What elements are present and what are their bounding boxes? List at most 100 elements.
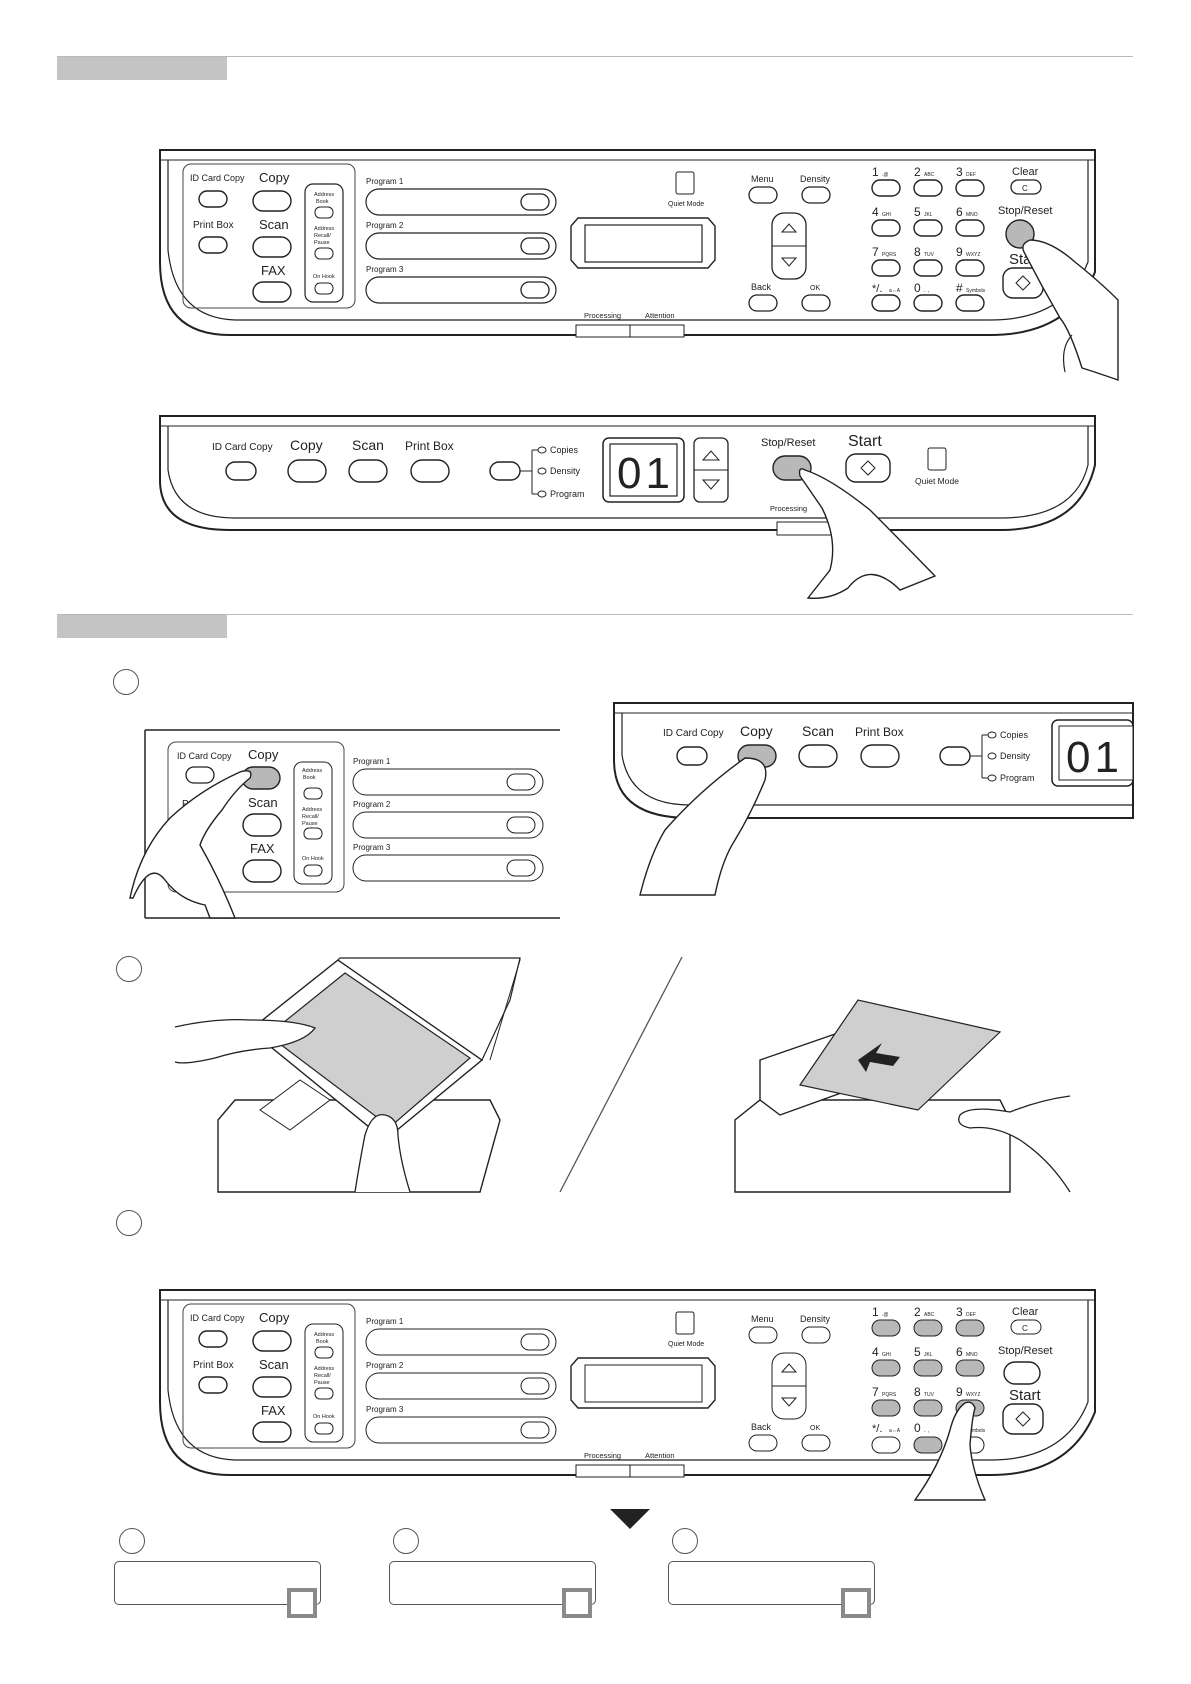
svg-text:Copy: Copy: [259, 1310, 290, 1325]
svg-text:GHI: GHI: [882, 212, 891, 218]
svg-text:Symbols: Symbols: [966, 1428, 986, 1434]
svg-text:*/.: */.: [872, 283, 882, 295]
svg-text:Book: Book: [316, 1339, 329, 1345]
svg-text:Print Box: Print Box: [193, 1360, 234, 1371]
svg-text:Copies: Copies: [1000, 730, 1029, 740]
svg-text:Book: Book: [316, 199, 329, 205]
small-density-label: Density: [550, 466, 581, 476]
small-id-card-copy-label: ID Card Copy: [212, 442, 273, 453]
section-header-band-1: [57, 57, 227, 80]
result-display-b-cursor: [562, 1588, 592, 1618]
svg-text:4: 4: [872, 205, 879, 219]
svg-text:TUV: TUV: [924, 252, 935, 258]
svg-text:DEF: DEF: [966, 172, 976, 178]
print-box-label: Print Box: [193, 220, 234, 231]
id-card-copy-label: ID Card Copy: [190, 173, 245, 183]
svg-text:0: 0: [914, 1421, 921, 1435]
svg-text:7: 7: [872, 245, 879, 259]
svg-text:Scan: Scan: [802, 723, 834, 739]
svg-text:C: C: [1022, 1324, 1028, 1333]
svg-text:Processing: Processing: [584, 1451, 621, 1460]
svg-text:Address: Address: [302, 807, 322, 813]
svg-text:Program 1: Program 1: [366, 1317, 404, 1326]
svg-text:7: 7: [872, 1385, 879, 1399]
attention-label: Attention: [645, 311, 675, 320]
result-arrow-icon: [610, 1509, 650, 1529]
svg-text:Program 3: Program 3: [366, 1405, 404, 1414]
svg-text:Address: Address: [302, 768, 322, 774]
svg-text:GHI: GHI: [882, 1352, 891, 1358]
svg-text:#: #: [956, 281, 963, 295]
svg-text:Recall/: Recall/: [314, 233, 331, 239]
result-display-a-cursor: [287, 1588, 317, 1618]
svg-text:a⇔A: a⇔A: [889, 288, 901, 294]
svg-text:PQRS: PQRS: [882, 252, 897, 258]
svg-text:ABC: ABC: [924, 1312, 935, 1318]
svg-text:Address: Address: [314, 226, 334, 232]
svg-text:01: 01: [1066, 733, 1123, 782]
section-rule-top: [57, 56, 1133, 57]
svg-text:.@: .@: [882, 1312, 888, 1318]
svg-text:Attention: Attention: [645, 1451, 675, 1460]
section-rule-mid: [57, 614, 1133, 615]
small-copies-label: Copies: [550, 445, 579, 455]
svg-text:Recall/: Recall/: [314, 1373, 331, 1379]
fax-label: FAX: [261, 263, 286, 278]
result-circle-c: [672, 1528, 698, 1554]
svg-text:JKL: JKL: [924, 212, 933, 218]
density-label: Density: [800, 174, 831, 184]
svg-text:Density: Density: [800, 1314, 831, 1324]
on-hook-label: On Hook: [313, 274, 335, 280]
back-label: Back: [751, 282, 772, 292]
svg-text:WXYZ: WXYZ: [966, 1392, 980, 1398]
svg-text:ID Card Copy: ID Card Copy: [190, 1313, 245, 1323]
stop-reset-label: Stop/Reset: [998, 205, 1052, 217]
figure-step2-originals: [174, 956, 1071, 1193]
step-circle-2: [116, 956, 142, 982]
svg-text:Program 2: Program 2: [366, 1361, 404, 1370]
figure-small-panel-stop: ID Card Copy Copy Scan Print Box Copies …: [159, 415, 1096, 599]
svg-text:3: 3: [956, 1305, 963, 1319]
svg-text:On Hook: On Hook: [302, 856, 324, 862]
svg-text:5: 5: [914, 205, 921, 219]
svg-text:Recall/: Recall/: [302, 814, 319, 820]
svg-text:Pause: Pause: [302, 821, 318, 827]
svg-text:Copy: Copy: [740, 723, 773, 739]
svg-text:8: 8: [914, 245, 921, 259]
step-circle-1: [113, 669, 139, 695]
small-scan-label: Scan: [352, 437, 384, 453]
svg-text:6: 6: [956, 1345, 963, 1359]
svg-text:Clear: Clear: [1012, 1306, 1039, 1318]
svg-text:Scan: Scan: [259, 1357, 289, 1372]
svg-text:. ,: . ,: [924, 1428, 929, 1434]
id-card-copy-key: [198, 190, 228, 208]
svg-text:Program 1: Program 1: [353, 757, 391, 766]
program-2-label: Program 2: [366, 221, 404, 230]
svg-text:ID Card Copy: ID Card Copy: [663, 728, 724, 739]
svg-text:1: 1: [872, 165, 879, 179]
menu-label: Menu: [751, 174, 774, 184]
svg-text:Copy: Copy: [248, 747, 279, 762]
svg-text:4: 4: [872, 1345, 879, 1359]
svg-text:3: 3: [956, 165, 963, 179]
small-start-label: Start: [848, 433, 882, 450]
clear-label: Clear: [1012, 166, 1039, 178]
svg-text:TUV: TUV: [924, 1392, 935, 1398]
figure-step3-large-panel: ID Card Copy Copy Print Box Scan FAX Add…: [159, 1289, 1096, 1501]
step-circle-3: [116, 1210, 142, 1236]
svg-text:FAX: FAX: [250, 841, 275, 856]
section-header-band-2: [57, 615, 227, 638]
svg-text:Density: Density: [1000, 751, 1031, 761]
svg-text:PQRS: PQRS: [882, 1392, 897, 1398]
svg-text:JKL: JKL: [924, 1352, 933, 1358]
svg-text:WXYZ: WXYZ: [966, 252, 980, 258]
svg-text:2: 2: [914, 165, 921, 179]
svg-text:Menu: Menu: [751, 1314, 774, 1324]
print-box-key: [198, 236, 228, 254]
small-quiet-mode-label: Quiet Mode: [915, 476, 959, 486]
svg-text:0: 0: [914, 281, 921, 295]
quiet-mode-label: Quiet Mode: [668, 201, 704, 208]
svg-text:OK: OK: [810, 1425, 820, 1432]
small-copy-label: Copy: [290, 437, 323, 453]
